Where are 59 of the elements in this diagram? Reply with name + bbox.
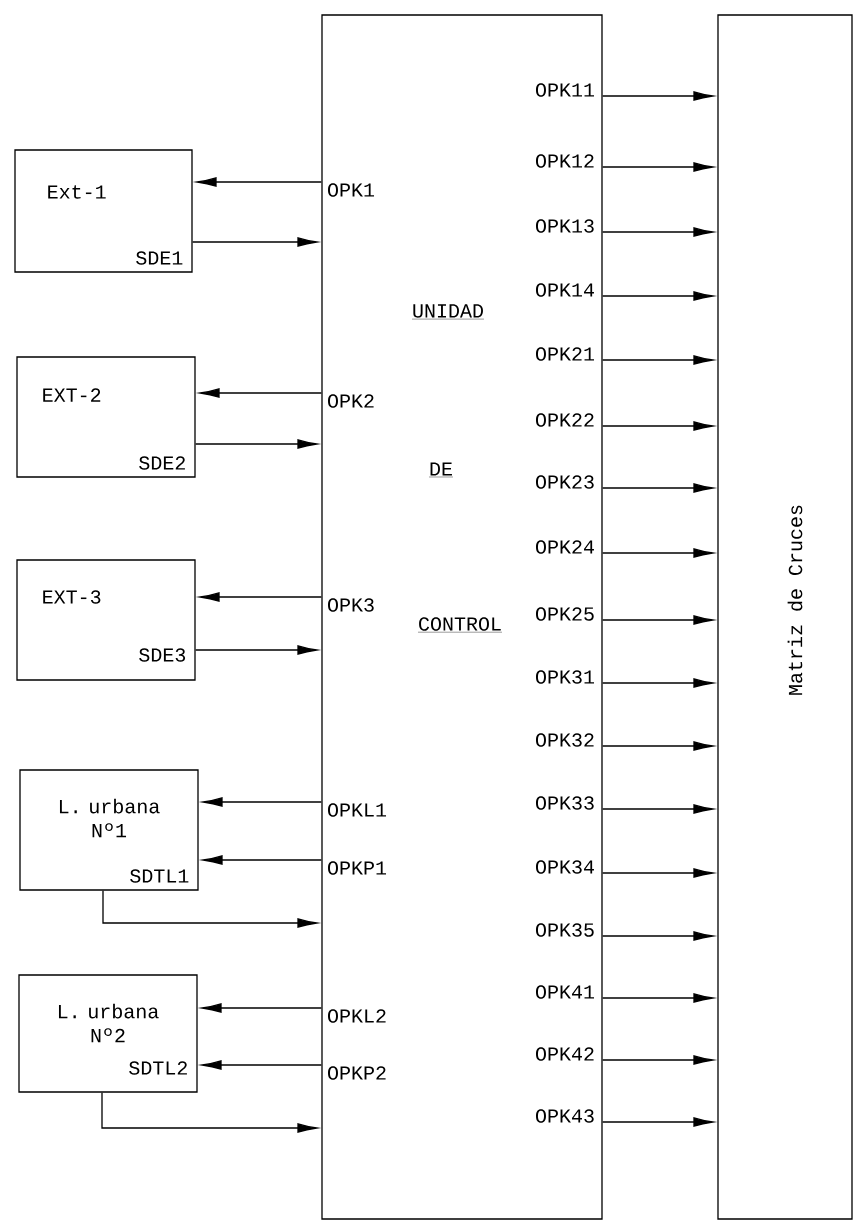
arrow bbox=[602, 1117, 714, 1127]
arrow bbox=[201, 1060, 322, 1070]
edge-label: OPK21 bbox=[536, 347, 594, 361]
device-box: EXT-2 SDE2 bbox=[16, 356, 196, 478]
arrow bbox=[101, 1092, 318, 1133]
arrow bbox=[602, 483, 714, 493]
arrow bbox=[602, 421, 714, 431]
edge-label: OPK25 bbox=[536, 607, 594, 621]
arrow bbox=[602, 91, 714, 101]
arrow bbox=[602, 993, 714, 1003]
arrow bbox=[602, 291, 714, 301]
edge-label: OPKL1 bbox=[328, 803, 386, 817]
device-box: L. urbana Nº1 SDTL1 bbox=[19, 769, 199, 891]
arrow bbox=[602, 868, 714, 878]
device-box: L. urbana Nº2 SDTL2 bbox=[18, 974, 198, 1093]
arrow bbox=[602, 804, 714, 814]
edge-label: OPK2 bbox=[328, 394, 374, 408]
edge-label: OPK11 bbox=[536, 83, 594, 97]
arrow bbox=[602, 162, 714, 172]
edge-label: OPK32 bbox=[536, 733, 594, 747]
edge-label: OPK3 bbox=[328, 598, 374, 612]
edge-label: OPK42 bbox=[536, 1047, 594, 1061]
edge-label: OPK24 bbox=[536, 540, 594, 554]
arrow bbox=[195, 645, 318, 655]
edge-label: OPKP2 bbox=[328, 1066, 386, 1080]
edge-label: OPKP1 bbox=[328, 861, 386, 875]
arrow bbox=[196, 177, 322, 187]
arrow bbox=[199, 592, 322, 602]
edge-label: OPK1 bbox=[328, 183, 374, 197]
arrow bbox=[602, 548, 714, 558]
edge-label: OPK34 bbox=[536, 860, 594, 874]
edge-label: OPK14 bbox=[536, 283, 594, 297]
arrow bbox=[602, 615, 714, 625]
edge-label: OPK12 bbox=[536, 154, 594, 168]
arrow bbox=[202, 855, 322, 865]
arrow bbox=[102, 890, 318, 928]
edge-label: OPK41 bbox=[536, 985, 594, 999]
arrow bbox=[195, 439, 318, 449]
arrow bbox=[192, 237, 318, 247]
edge-label: OPK22 bbox=[536, 413, 594, 427]
edge-label: OPK13 bbox=[536, 219, 594, 233]
edge-label: OPK23 bbox=[536, 475, 594, 489]
arrow bbox=[201, 1003, 322, 1013]
edge-label: OPK43 bbox=[536, 1109, 594, 1123]
arrow bbox=[602, 355, 714, 365]
arrow bbox=[199, 388, 322, 398]
edge-label: OPK33 bbox=[536, 796, 594, 810]
device-box: EXT-3 SDE3 bbox=[16, 559, 196, 681]
arrow bbox=[602, 931, 714, 941]
arrow bbox=[602, 741, 714, 751]
arrow bbox=[602, 1055, 714, 1065]
arrow bbox=[202, 797, 322, 807]
edge-label: OPK31 bbox=[536, 670, 594, 684]
arrow bbox=[602, 227, 714, 237]
edge-label: OPKL2 bbox=[328, 1009, 386, 1023]
matrix-box: Matriz de Cruces bbox=[717, 14, 853, 1220]
edge-label: OPK35 bbox=[536, 923, 594, 937]
device-box: Ext-1 SDE1 bbox=[14, 149, 193, 273]
arrow bbox=[602, 678, 714, 688]
